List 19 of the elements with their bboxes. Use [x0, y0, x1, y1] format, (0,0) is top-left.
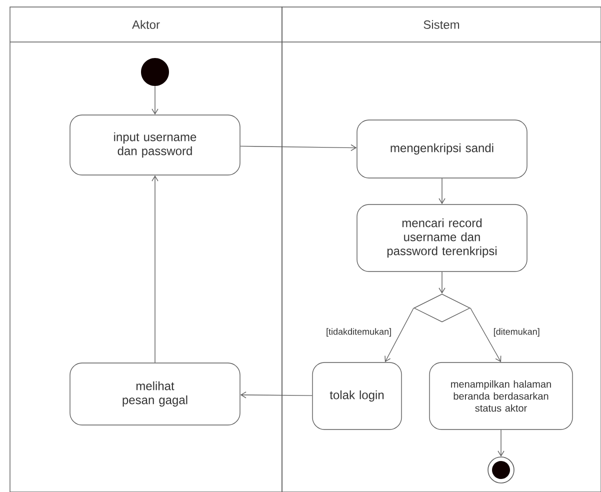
arrow: [152, 175, 158, 363]
activity-box: tolak login: [312, 362, 402, 430]
activity-box: melihat pesan gagal: [70, 362, 240, 426]
edge-label: [tidakditemukan]: [326, 328, 391, 337]
activity-box: menampilkan halaman beranda berdasarkan status aktor: [429, 362, 573, 430]
arrow: [240, 144, 357, 152]
arrow: [438, 272, 446, 294]
edge-label: [ditemukan]: [494, 328, 540, 337]
arrow: [384, 308, 414, 362]
activity-box: input username dan password: [70, 114, 240, 176]
arrow: [498, 430, 504, 457]
arrow: [240, 392, 312, 398]
initial-node: [141, 58, 169, 86]
activity-box: mengenkripsi sandi: [356, 120, 528, 178]
arrow: [470, 308, 502, 362]
arrow: [152, 86, 158, 115]
arrow: [438, 178, 446, 204]
final-node: [488, 456, 514, 484]
activity-box: mencari record username dan password terenkripsi: [356, 204, 528, 272]
